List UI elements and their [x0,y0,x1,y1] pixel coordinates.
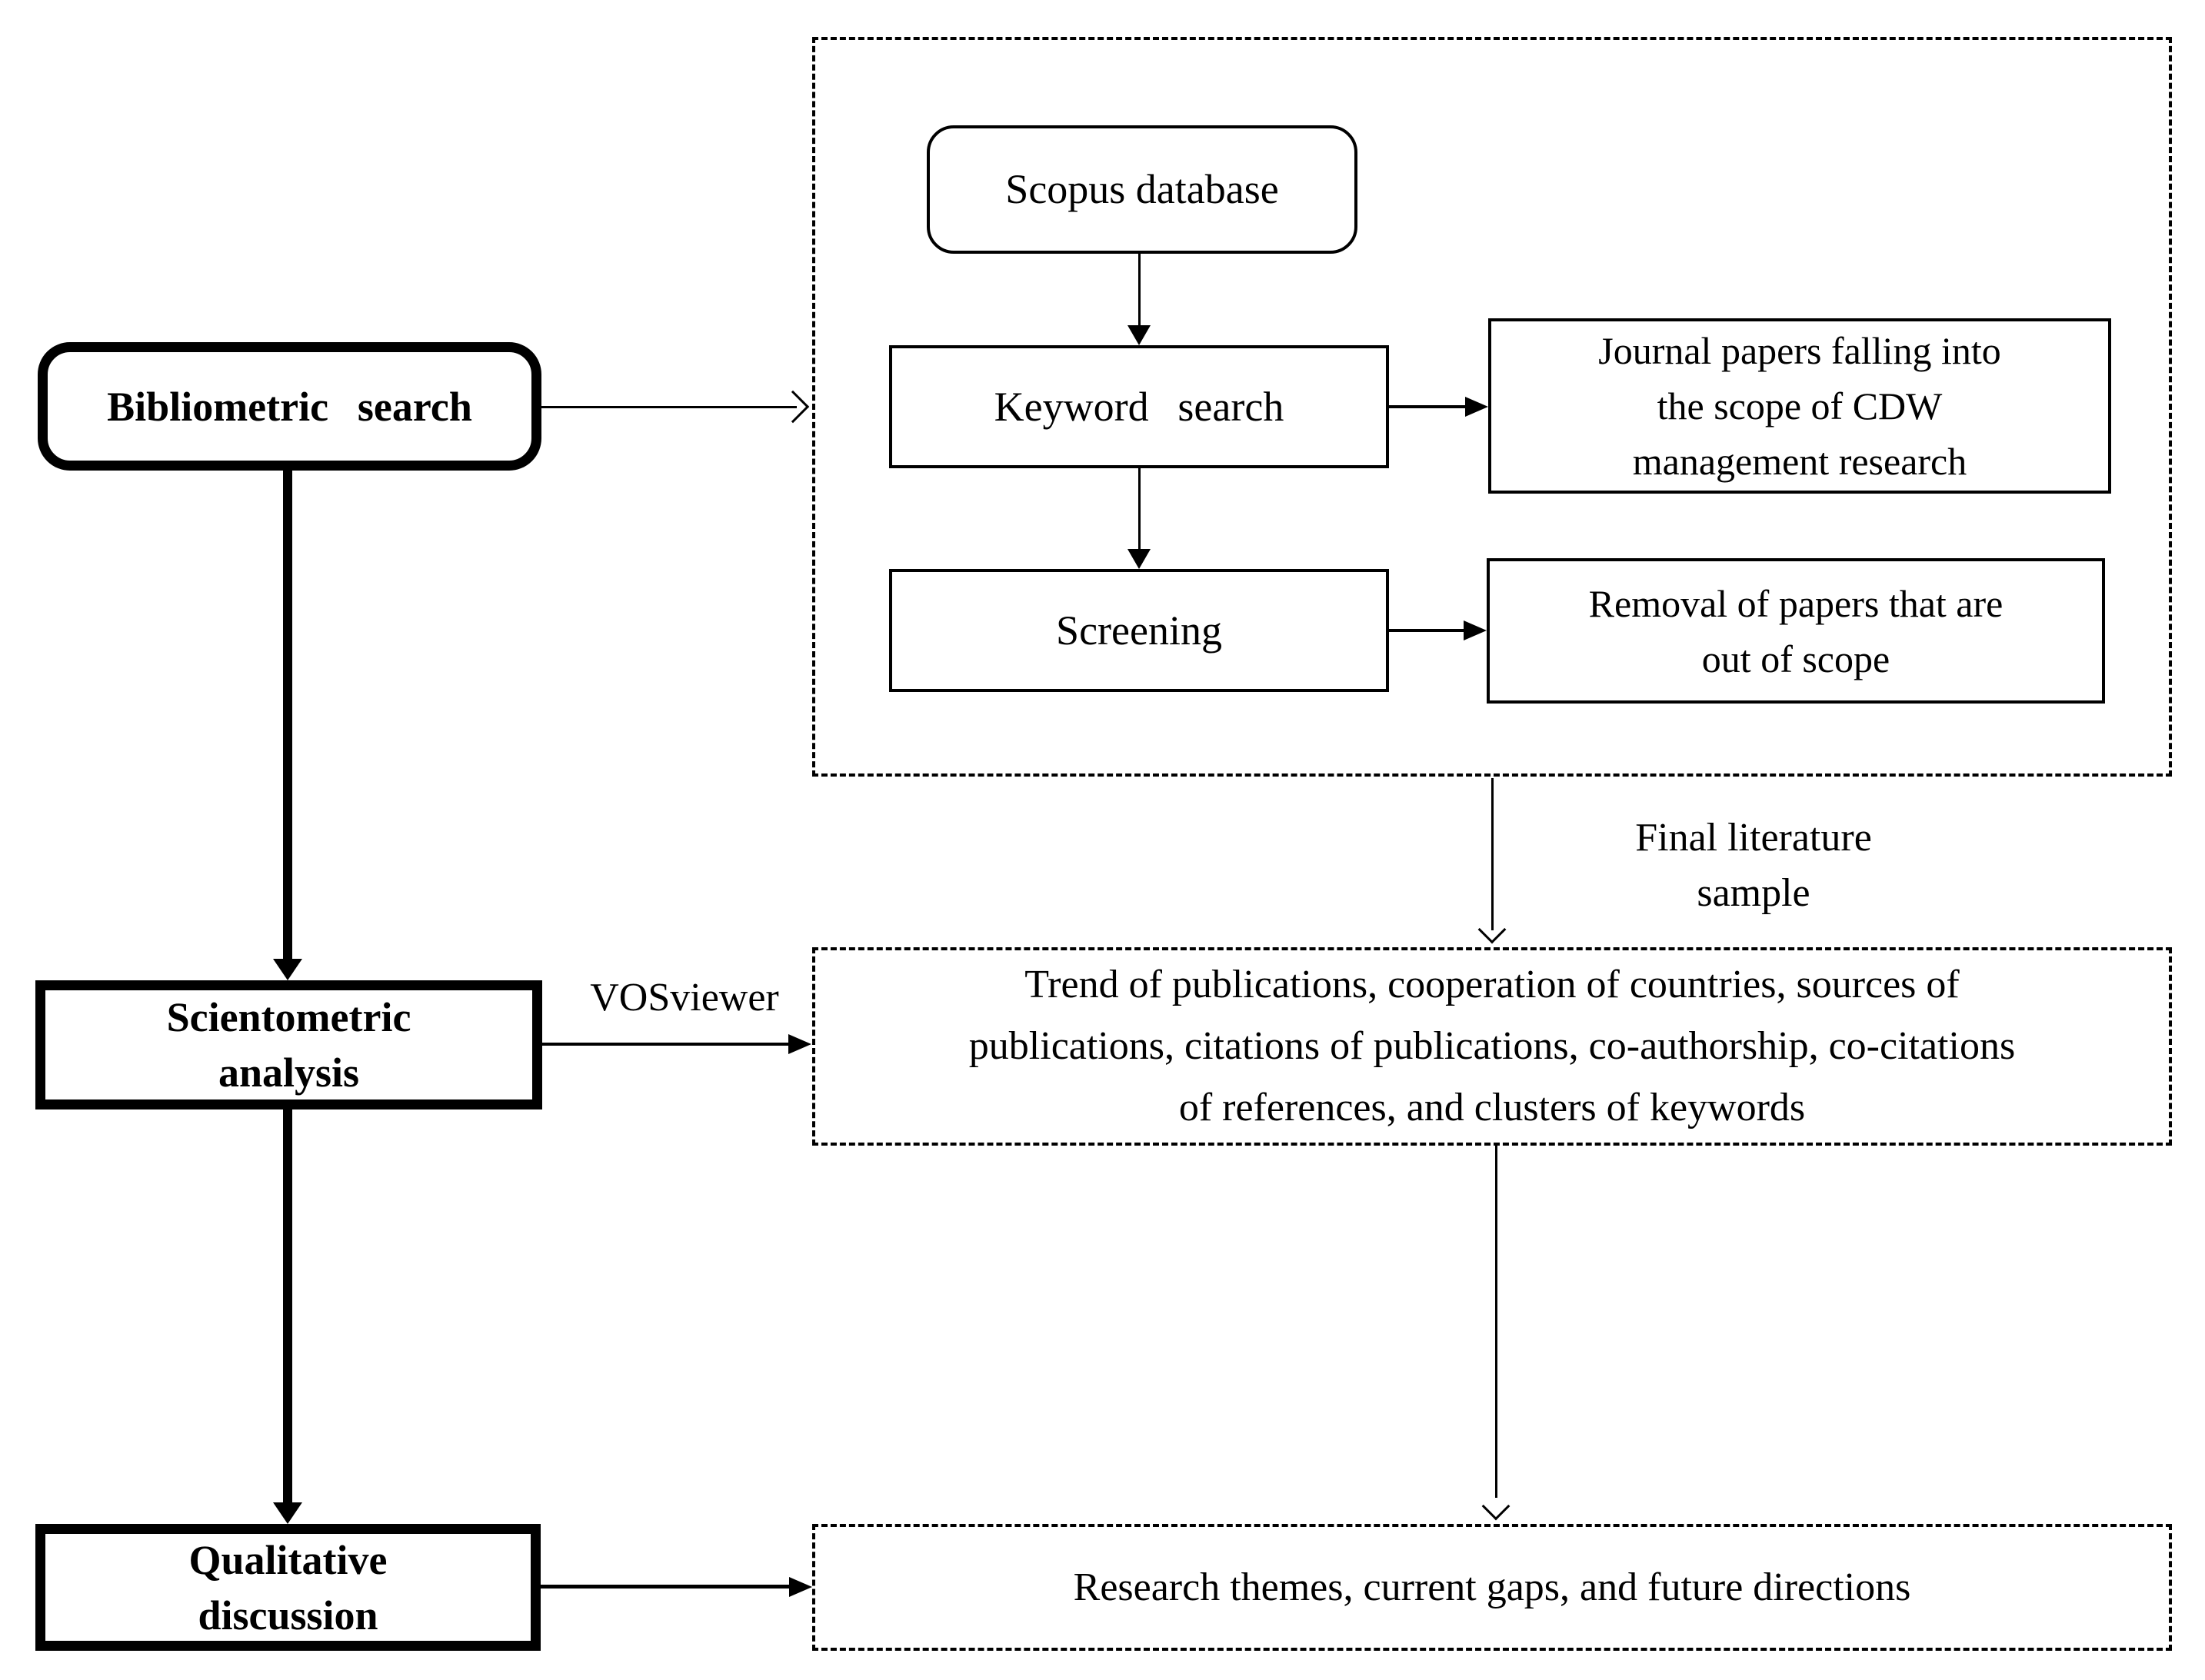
connector-scientometric-to-qualitative-arrowhead-icon [273,1502,302,1524]
keyword-search-box: Keyword search [889,345,1389,468]
journal-papers-label-line2: the scope of CDW [1657,384,1943,427]
qualitative-outputs-label: Research themes, current gaps, and futur… [1073,1565,1911,1609]
connector-bibliometric-to-pipeline-arrowhead-icon [776,390,810,424]
journal-papers-label-line3: management research [1632,440,1967,483]
connector-screening-to-removal-arrowhead-icon [1464,620,1487,640]
connector-bibliometric-to-pipeline-line [541,406,797,408]
connector-keyword-to-screening-arrowhead-icon [1127,549,1151,569]
removal-papers-label-line1: Removal of papers that are [1588,581,2003,625]
qualitative-discussion-label-line1: Qualitative [188,1536,388,1583]
connector-keyword-to-journal-line [1389,405,1466,408]
bibliometric-search-label: Bibliometric search [107,383,472,430]
connector-pipeline-to-outputs-line [1491,778,1494,930]
vosviewer-label: VOSviewer [590,976,779,1020]
connector-scientometric-to-outputs-line [542,1043,788,1046]
keyword-search-label: Keyword search [994,383,1284,430]
bibliometric-search-box: Bibliometric search [38,342,541,471]
final-literature-sample-label: Final literature sample [1531,810,1977,921]
connector-keyword-to-screening-line [1138,468,1141,549]
scientometric-outputs-line2: publications, citations of publications,… [968,1024,2016,1068]
scientometric-outputs-line3: of references, and clusters of keywords [1178,1086,1806,1129]
scientometric-outputs-box: Trend of publications, cooperation of co… [812,947,2172,1146]
connector-qualitative-to-outputs-line [541,1585,791,1589]
final-literature-sample-line1: Final literature [1635,816,1872,860]
qualitative-outputs-box: Research themes, current gaps, and futur… [812,1524,2172,1651]
scopus-database-label: Scopus database [1005,166,1279,213]
removal-papers-box: Removal of papers that are out of scope [1487,558,2105,704]
connector-scientometric-to-qualitative-line [283,1108,292,1502]
connector-outputs-to-themes-line [1495,1146,1497,1498]
connector-scopus-to-keyword-line [1138,254,1141,325]
connector-screening-to-removal-line [1389,629,1464,632]
search-pipeline-container [812,37,2172,777]
journal-papers-label-line1: Journal papers falling into [1598,329,2001,372]
scientometric-outputs-line1: Trend of publications, cooperation of co… [1024,963,1960,1006]
scientometric-analysis-label-line2: analysis [218,1050,360,1096]
connector-keyword-to-journal-arrowhead-icon [1465,397,1488,417]
connector-qualitative-to-outputs-arrowhead-icon [789,1577,812,1597]
journal-papers-box: Journal papers falling into the scope of… [1488,318,2111,494]
connector-pipeline-to-outputs-arrowhead-icon [1477,915,1507,944]
connector-outputs-to-themes-arrowhead-icon [1481,1492,1511,1521]
connector-scopus-to-keyword-arrowhead-icon [1127,325,1151,345]
qualitative-discussion-label-line2: discussion [198,1592,378,1638]
connector-scientometric-to-outputs-arrowhead-icon [788,1034,811,1054]
removal-papers-label-line2: out of scope [1701,637,1890,680]
screening-label: Screening [1056,607,1222,654]
scopus-database-box: Scopus database [927,125,1357,254]
scientometric-analysis-label-line1: Scientometric [166,994,411,1040]
connector-bibliometric-to-scientometric-arrowhead-icon [273,959,302,980]
screening-box: Screening [889,569,1389,692]
connector-bibliometric-to-scientometric-line [283,469,292,959]
qualitative-discussion-box: Qualitative discussion [35,1524,541,1651]
final-literature-sample-line2: sample [1697,871,1810,915]
scientometric-analysis-box: Scientometric analysis [35,980,542,1109]
